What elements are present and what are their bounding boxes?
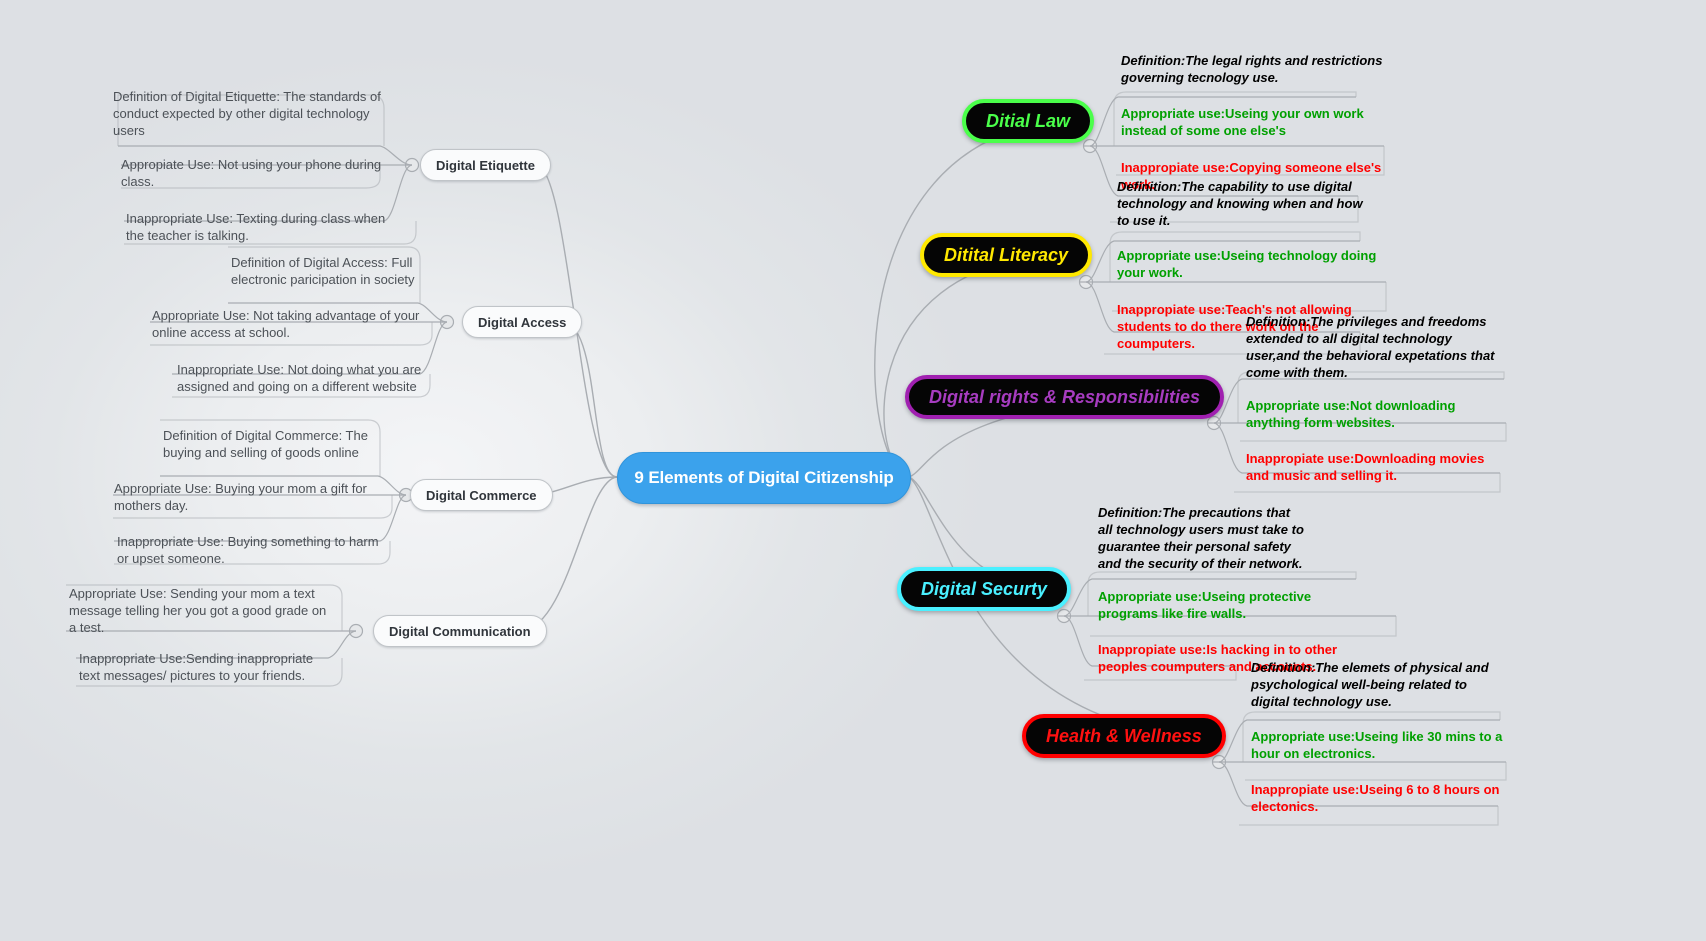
leaf-etiquette-appropriate: Appropiate Use: Not using your phone dur… [121, 157, 382, 189]
leaf-access-inappropriate: Inappropriate Use: Not doing what you ar… [177, 362, 422, 394]
leaf-law-inappropriate: Inappropiate use:Copying someone else's … [1121, 160, 1382, 192]
branch-node-digital-etiquette[interactable]: Digital Etiquette [420, 149, 551, 181]
leaf-health-inappropriate: Inappropiate use:Useing 6 to 8 hours on … [1251, 782, 1500, 814]
branch-node-digital-communication[interactable]: Digital Communication [373, 615, 547, 647]
leaf-access-appropriate: Appropriate Use: Not taking advantage of… [152, 308, 420, 340]
leaf-rights-appropriate: Appropriate use:Not downloading anything… [1246, 398, 1456, 430]
leaf-etiquette-definition: Definition of Digital Etiquette: The sta… [113, 89, 381, 138]
leaf-securty-inappropriate: Inappropiate use:Is hacking in to other … [1098, 642, 1338, 674]
branch-node-digital-commerce[interactable]: Digital Commerce [410, 479, 553, 511]
branch-node-digital-securty[interactable]: Digital Securty [897, 567, 1072, 611]
leaf-access-definition: Definition of Digital Access: Full elect… [231, 255, 415, 287]
leaf-commerce-appropriate: Appropriate Use: Buying your mom a gift … [114, 481, 367, 513]
branch-node-ditial-law[interactable]: Ditial Law [962, 99, 1095, 143]
branch-node-digital-access[interactable]: Digital Access [462, 306, 583, 338]
leaf-etiquette-inappropriate: Inappropriate Use: Texting during class … [126, 211, 386, 243]
branch-node-digital-rights[interactable]: Digital rights & Responsibilities [905, 375, 1225, 419]
branch-node-ditital-literacy[interactable]: Ditital Literacy [920, 233, 1093, 277]
leaf-literacy-inappropriate: Inappropiate use:Teach's not allowing st… [1117, 302, 1352, 351]
leaf-rights-definition: Definition:The privileges and freedoms e… [1246, 314, 1495, 380]
branch-node-health-wellness[interactable]: Health & Wellness [1022, 714, 1226, 758]
leaf-commerce-inappropriate: Inappropriate Use: Buying something to h… [117, 534, 379, 566]
leaf-health-appropriate: Appropriate use:Useing like 30 mins to a… [1251, 729, 1503, 761]
leaf-health-definition: Definition:The elemets of physical and p… [1251, 660, 1489, 709]
leaf-securty-definition: Definition:The precautions that all tech… [1098, 505, 1304, 571]
leaf-law-appropriate: Appropriate use:Useing your own work ins… [1121, 106, 1364, 138]
leaf-literacy-definition: Definition:The capability to use digital… [1117, 179, 1363, 228]
leaf-commerce-definition: Definition of Digital Commerce: The buyi… [163, 428, 368, 460]
leaf-securty-appropriate: Appropriate use:Useing protective progra… [1098, 589, 1312, 621]
central-node[interactable]: 9 Elements of Digital Citizenship [617, 452, 911, 504]
leaf-literacy-appropriate: Appropriate use:Useing technology doing … [1117, 248, 1377, 280]
leaf-law-definition: Definition:The legal rights and restrict… [1121, 53, 1383, 85]
leaf-rights-inappropriate: Inappropiate use:Downloading movies and … [1246, 451, 1485, 483]
leaf-communication-inappropriate: Inappropriate Use:Sending inappropriate … [79, 651, 314, 683]
leaf-communication-appropriate: Appropriate Use: Sending your mom a text… [69, 586, 327, 635]
